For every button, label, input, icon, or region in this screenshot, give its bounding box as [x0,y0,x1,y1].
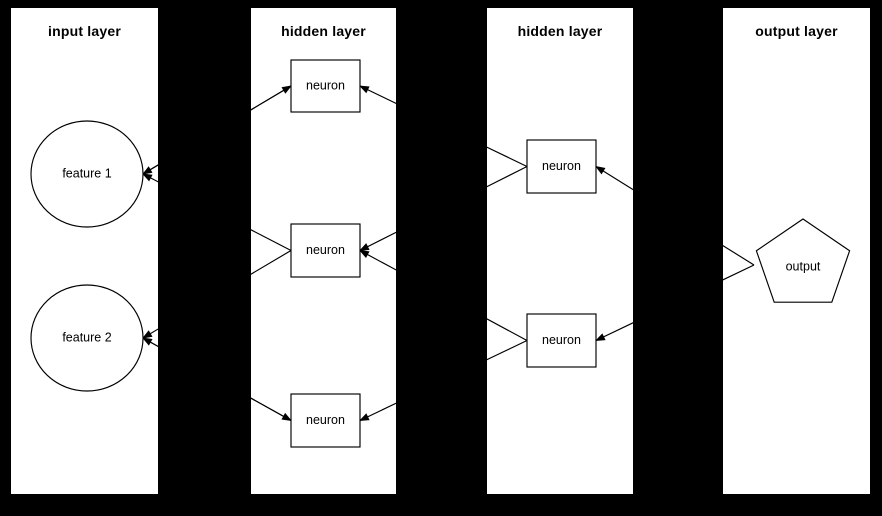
connection-edge [595,166,633,191]
connection-edge [487,165,528,188]
panel-output-layer: output layer output [723,8,870,494]
feature-2-label: feature 2 [62,330,111,344]
connection-edge [251,250,292,275]
connection-edge [142,337,158,348]
hidden2-neuron-1-label: neuron [542,159,581,173]
connection-edge [251,85,292,111]
connection-edge [359,85,396,104]
edge-arrowhead [141,173,153,182]
edge-arrowhead [358,243,370,252]
edge-arrowhead [281,85,292,94]
hidden-layer-1-graphics: neuron neuron neuron [251,59,396,448]
hidden1-neuron-2-label: neuron [306,243,345,257]
input-layer-title: input layer [48,23,121,39]
hidden2-neuron-1-shape[interactable] [526,139,597,194]
hidden1-neuron-1-label: neuron [306,78,345,92]
edge-arrowhead [359,249,370,258]
feature-1-label: feature 1 [62,166,111,180]
hidden2-neuron-2-shape[interactable] [526,313,597,368]
panel-input-layer: input layer feature 1 feature 2 [11,8,158,494]
edge-arrowhead [281,412,292,422]
edge-arrowhead [595,165,606,175]
hidden1-neuron-3-label: neuron [306,413,345,427]
panel-hidden-layer-1: hidden layer neuron neuron neuron [251,8,396,494]
edge-arrowhead [358,413,370,421]
hidden1-neuron-2-shape[interactable] [290,223,361,278]
hidden-layer-1-title: hidden layer [281,23,366,39]
hidden1-neuron-3-shape[interactable] [290,393,361,448]
feature-2-shape[interactable] [30,284,144,392]
connection-edge [251,229,292,252]
connection-edge [359,402,396,422]
hidden-layer-2-title: hidden layer [517,23,603,39]
feature-1-shape[interactable] [30,120,144,228]
connection-edge [723,244,755,266]
output-layer-title: output layer [755,23,838,39]
panel-hidden-layer-2: hidden layer neuron neuron [487,8,633,494]
connection-edge [595,322,633,342]
connection-edge [142,328,158,339]
connection-edge [142,173,158,183]
hidden1-neuron-1-shape[interactable] [290,59,361,113]
output-node-label: output [786,259,821,273]
connection-edge [359,249,396,271]
connection-edge [251,397,292,422]
edge-arrowhead [594,333,606,341]
edge-arrowhead [358,85,370,94]
input-layer-graphics: feature 1 feature 2 [30,120,158,392]
connection-edge [487,146,528,168]
connection-edge [251,397,292,422]
hidden-layer-2-graphics: neuron neuron [487,139,633,368]
connection-edge [142,164,158,175]
connection-edge [251,85,292,111]
edge-arrowhead [142,330,153,339]
connection-edge [723,264,755,281]
connection-edge [487,339,528,361]
output-layer-graphics: output [723,218,851,303]
connection-edge [359,231,396,252]
output-node-shape[interactable] [755,218,851,303]
connection-edge [487,318,528,342]
connection-edge [142,164,158,175]
hidden2-neuron-2-label: neuron [542,333,581,347]
connection-edge [142,337,158,348]
